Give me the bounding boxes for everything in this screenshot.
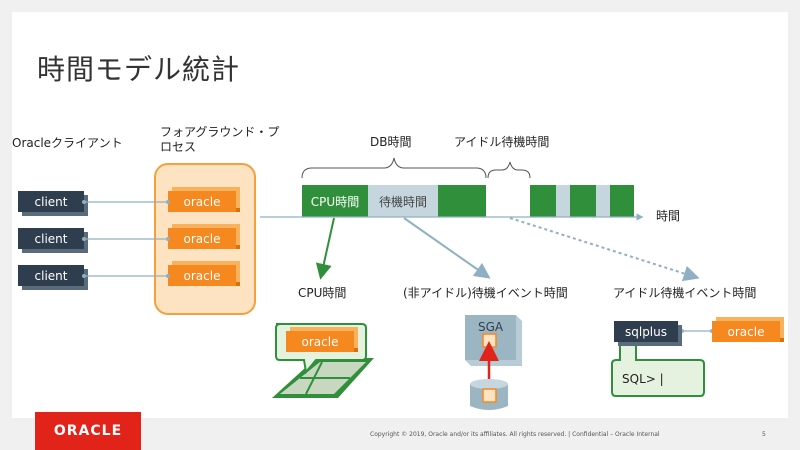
db-time-tail-segment bbox=[438, 185, 486, 217]
oracle-process-2: oracle bbox=[168, 228, 236, 249]
idle-wait-event-caption: アイドル待機イベント時間 bbox=[613, 286, 757, 300]
idle-wait-time-label: アイドル待機時間 bbox=[454, 135, 550, 149]
disk-icon bbox=[470, 379, 508, 410]
oracle-logo: ORACLE bbox=[35, 412, 141, 450]
time-axis-label: 時間 bbox=[656, 209, 681, 223]
client-box-3: client bbox=[18, 265, 84, 286]
idle-wait-arrow bbox=[509, 217, 700, 282]
oracle-process-1: oracle bbox=[168, 191, 236, 212]
sql-prompt-bubble bbox=[611, 339, 705, 397]
timeline-segment-d bbox=[596, 185, 610, 217]
cpu-time-segment: CPU時間 bbox=[302, 185, 368, 217]
client-box-2: client bbox=[18, 228, 84, 249]
client-box-1: client bbox=[18, 191, 84, 212]
foreground-process-label: フォアグラウンド・プロセス bbox=[160, 125, 280, 154]
timeline-segment-e bbox=[610, 185, 634, 217]
cpu-time-caption: CPU時間 bbox=[298, 286, 347, 300]
timeline-segment-a bbox=[530, 185, 556, 217]
sga-label: SGA bbox=[478, 320, 504, 334]
oracle-client-label: Oracleクライアント bbox=[12, 136, 123, 150]
wait-time-arrow bbox=[403, 217, 491, 279]
sql-prompt-text: SQL> | bbox=[622, 372, 664, 386]
wait-time-segment: 待機時間 bbox=[368, 185, 438, 217]
nonidle-wait-event-caption: (非アイドル)待機イベント時間 bbox=[403, 286, 568, 300]
page-title: 時間モデル統計 bbox=[37, 53, 241, 86]
cpu-oracle-process: oracle bbox=[286, 331, 354, 352]
cpu-time-arrow bbox=[315, 217, 335, 280]
client-connection-lines bbox=[82, 200, 170, 278]
sqlplus-box: sqlplus bbox=[614, 321, 678, 342]
sqlplus-oracle-process: oracle bbox=[712, 321, 780, 342]
oracle-process-3: oracle bbox=[168, 265, 236, 286]
timeline-segment-c bbox=[570, 185, 596, 217]
db-time-brace bbox=[301, 157, 487, 179]
timeline-segment-b bbox=[556, 185, 570, 217]
page-number: 5 bbox=[762, 431, 766, 438]
copyright-text: Copyright © 2019, Oracle and/or its affi… bbox=[370, 431, 660, 438]
idle-wait-brace bbox=[487, 161, 531, 179]
db-time-label: DB時間 bbox=[370, 135, 412, 149]
